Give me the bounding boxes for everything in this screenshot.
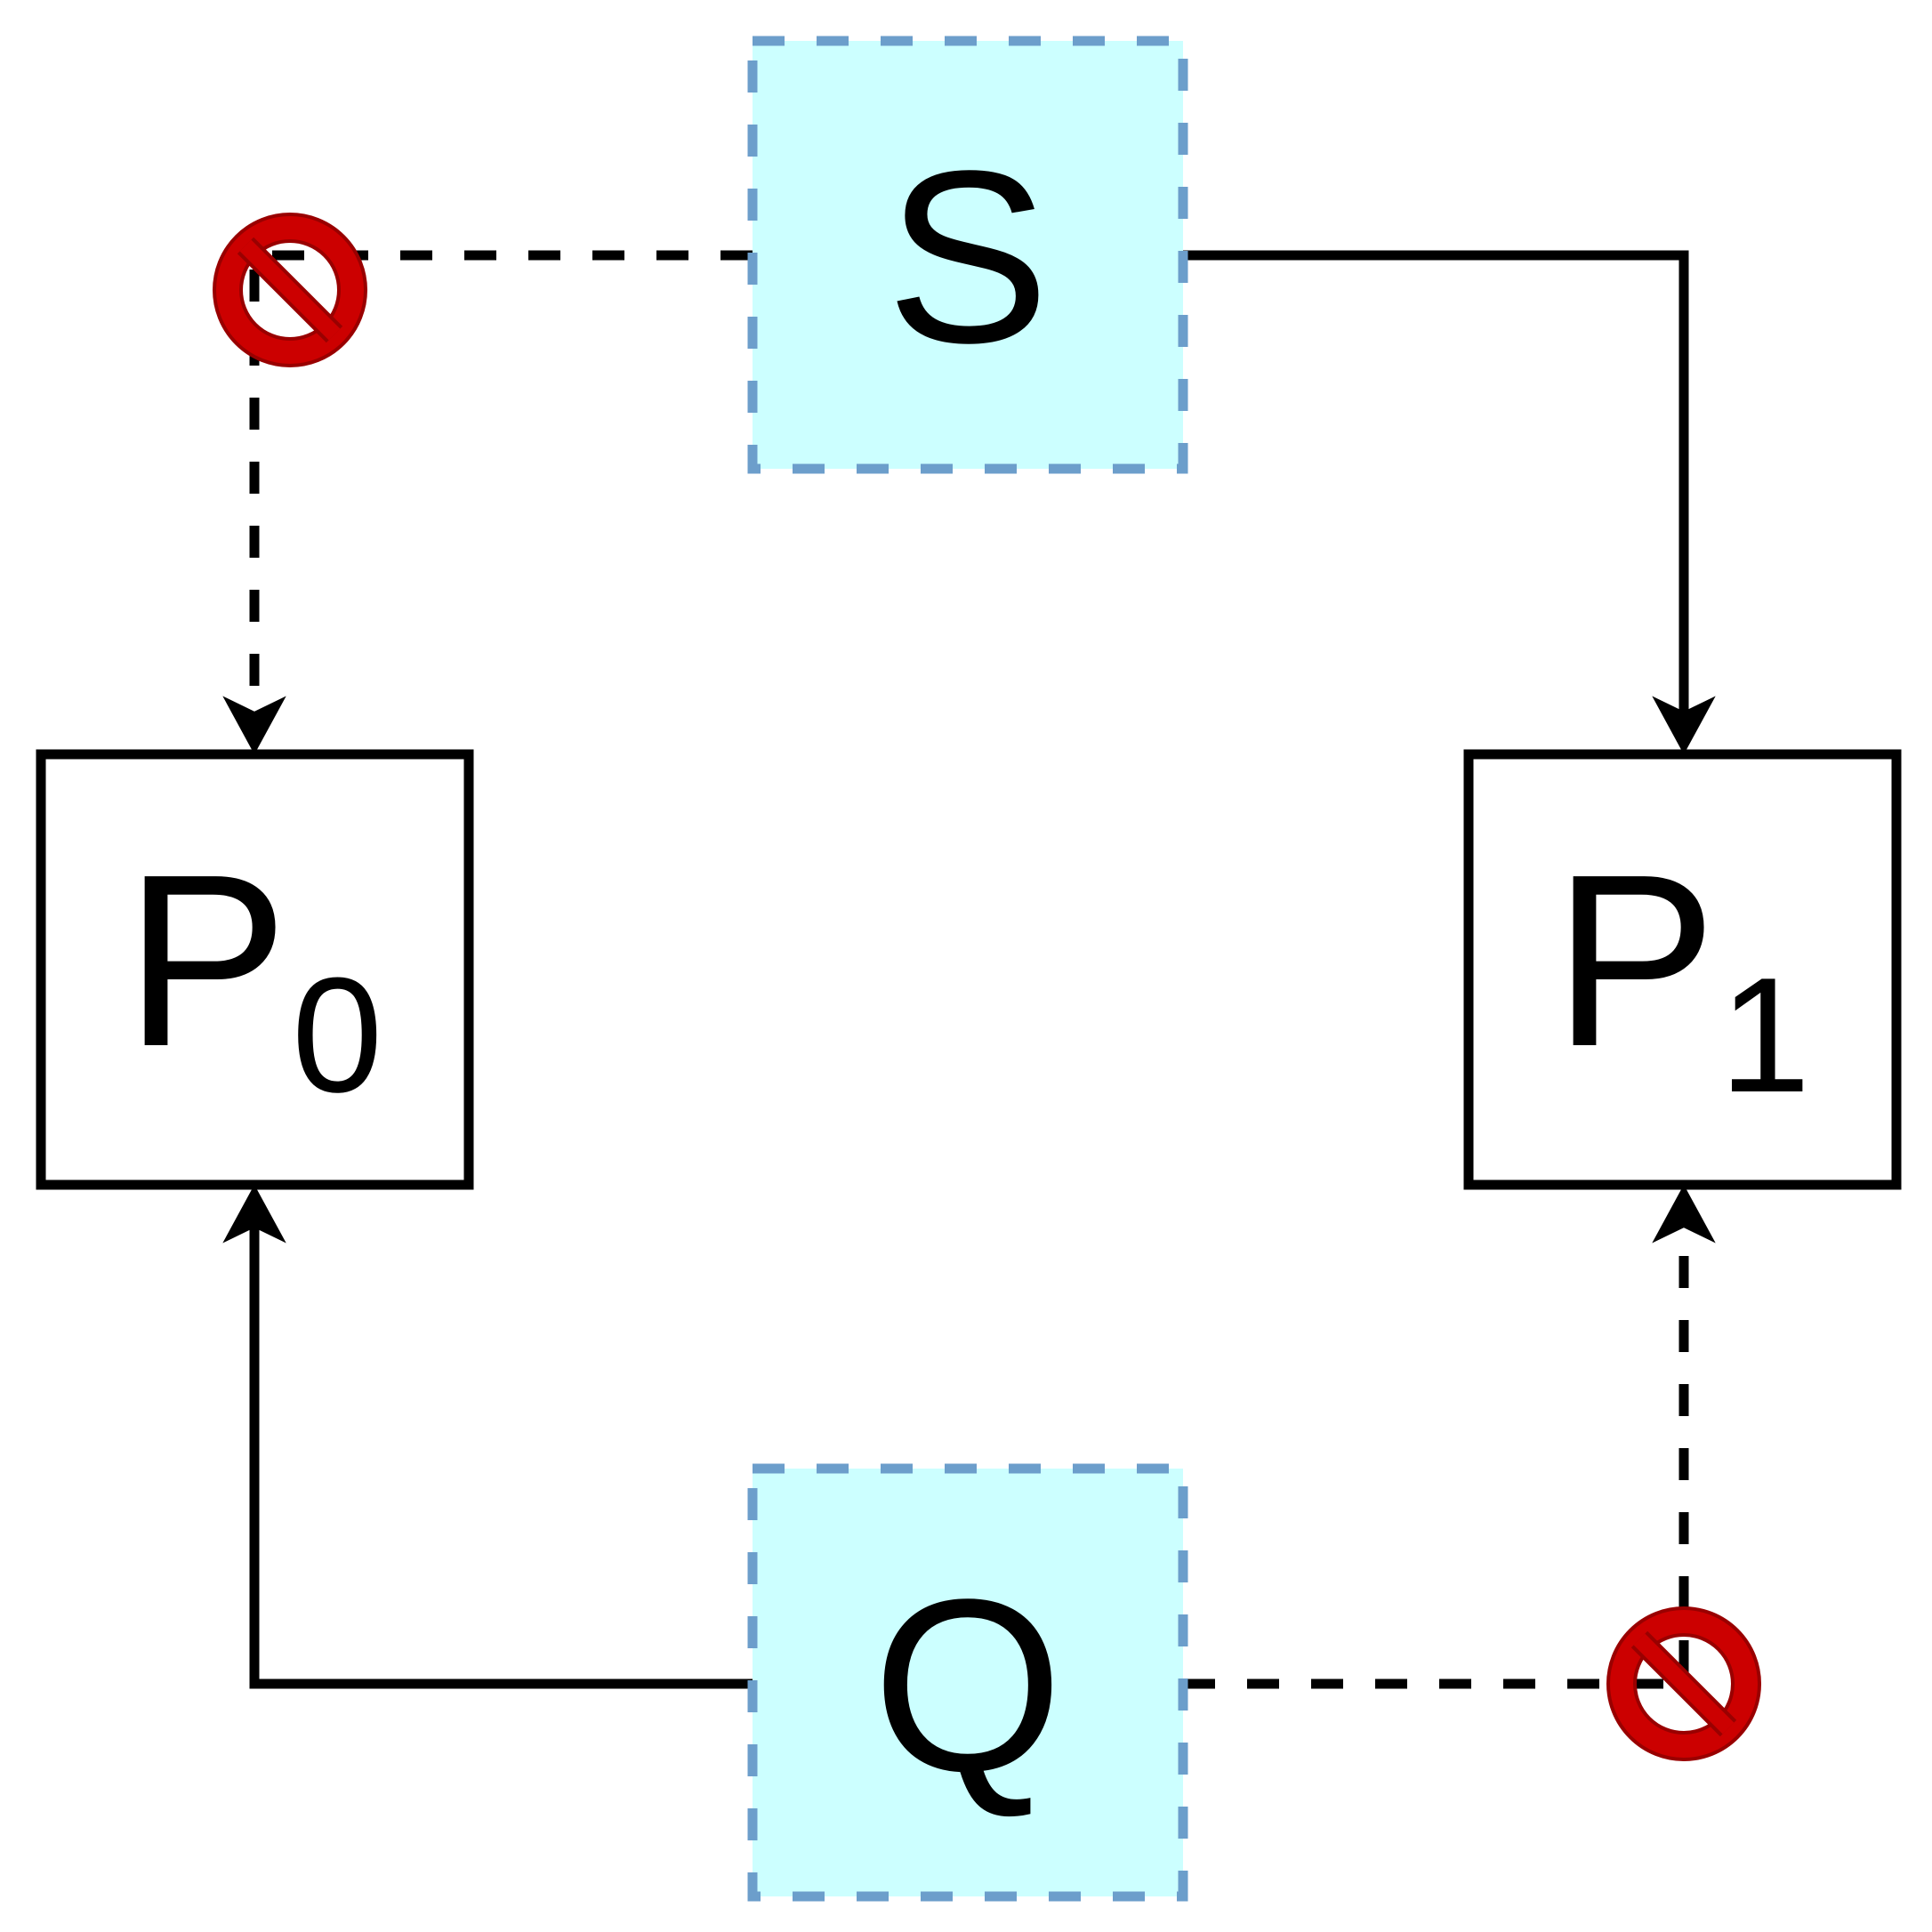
node-s: S (747, 36, 1188, 474)
node-p1-label: P (1553, 824, 1717, 1098)
node-p0-subscript: 0 (292, 943, 382, 1126)
prohibited-icon (213, 213, 367, 367)
arrowhead-p0-bottom (222, 1184, 286, 1244)
node-p0: P 0 (36, 749, 474, 1190)
edge-q-to-p1 (1183, 1184, 1716, 1689)
node-s-label: S (886, 120, 1050, 394)
node-p1-box (1463, 749, 1902, 1190)
arrowhead-p1-top (1652, 696, 1716, 755)
prohibited-icon (1606, 1606, 1761, 1761)
arrowhead-p1-bottom (1652, 1184, 1716, 1244)
node-q-box (747, 1463, 1188, 1902)
node-p0-label: P (125, 824, 288, 1098)
edge-s-to-p0 (222, 250, 753, 755)
node-p1-subscript: 1 (1719, 943, 1810, 1126)
node-p0-box (36, 749, 474, 1190)
edge-q-to-p0-line (249, 1223, 753, 1689)
node-p1: P 1 (1463, 749, 1902, 1190)
node-q: Q (747, 1463, 1188, 1902)
edge-s-to-p1 (1183, 250, 1716, 755)
edge-s-to-p0-line (249, 250, 753, 689)
node-q-label: Q (873, 1549, 1064, 1823)
arrowhead-p0-top (222, 696, 286, 755)
edge-q-to-p0 (222, 1184, 753, 1689)
edge-s-to-p1-line (1183, 250, 1689, 716)
node-s-box (747, 36, 1188, 474)
edge-q-to-p1-line (1183, 1250, 1689, 1689)
